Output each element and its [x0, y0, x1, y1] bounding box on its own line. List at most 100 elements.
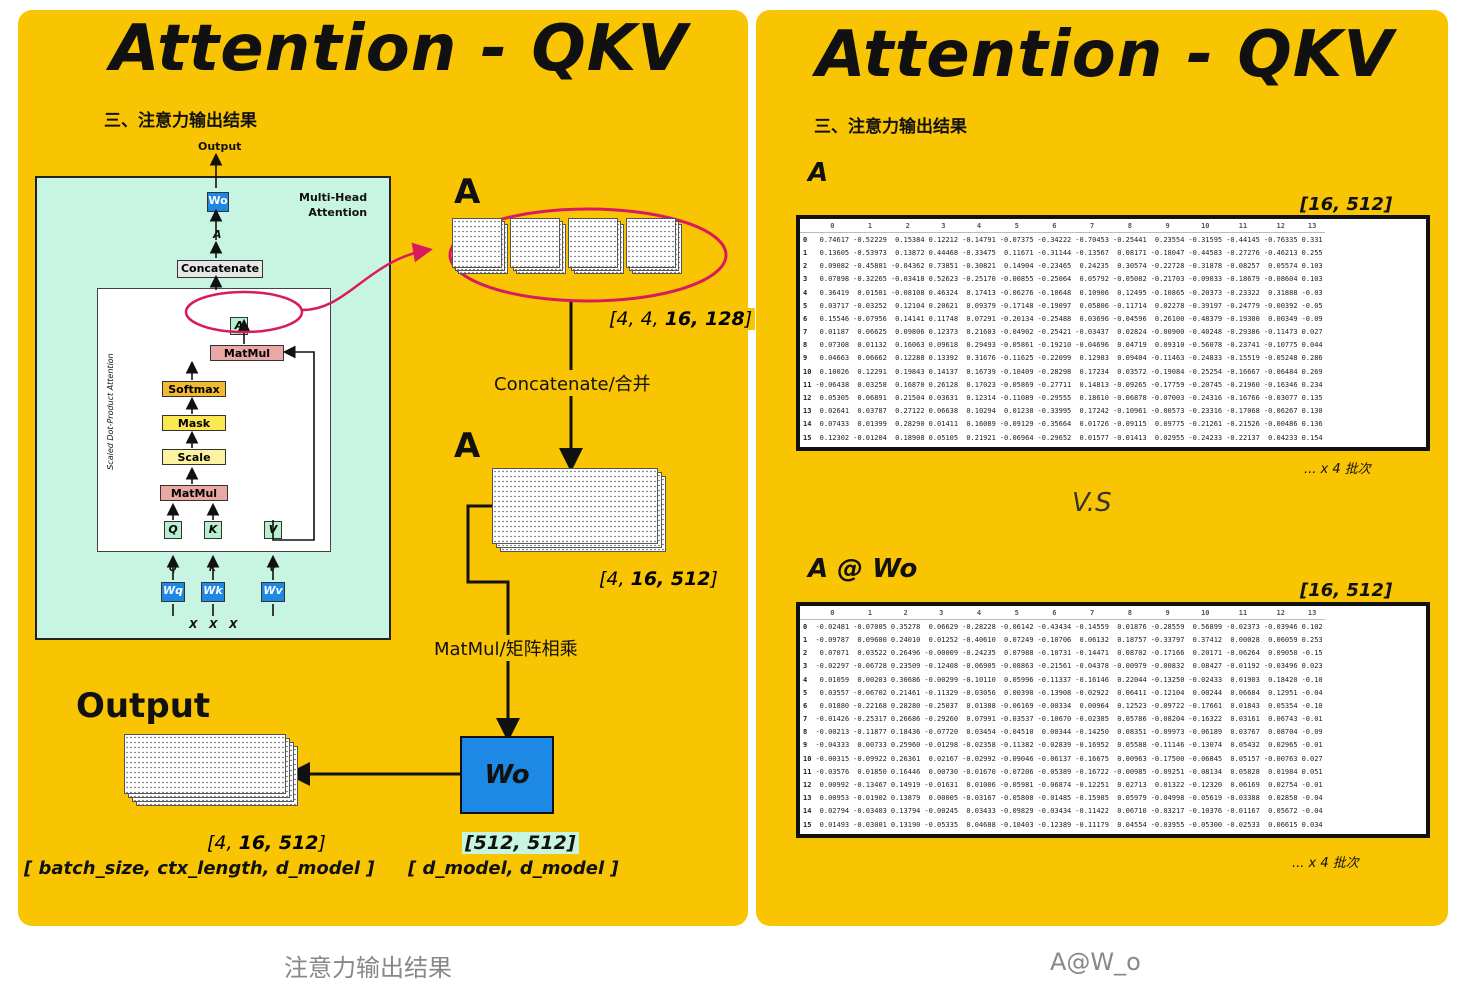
table-cell: 0.01903: [1230, 675, 1260, 684]
table-cell: -0.44145: [1226, 235, 1260, 244]
table-cell: -0.20134: [999, 314, 1034, 323]
table-cell: 0.18757: [1117, 635, 1147, 644]
table-cell: -0.07005: [853, 622, 887, 631]
table-cell: 0.00005: [928, 794, 959, 803]
table-cell: -0.04902: [999, 328, 1034, 337]
table-cell: -0.16675: [1075, 754, 1109, 763]
table-cell: 0.56899: [1192, 622, 1223, 631]
table-cell: -0.02533: [1226, 820, 1260, 829]
table-cell: -0.03434: [1037, 807, 1072, 816]
table-corner: [800, 219, 814, 234]
table-cell: -0.02922: [1075, 688, 1109, 697]
table-cell: 0.20171: [1192, 649, 1223, 658]
table-cell: 0.04688: [966, 820, 996, 829]
table-cell: -0.15: [1301, 649, 1323, 658]
table-cell: 0.136: [1301, 420, 1323, 429]
row-index: 10: [803, 367, 812, 376]
table-cell: -0.00334: [1037, 701, 1072, 710]
table-cell: 0.16446: [890, 767, 921, 776]
table-cell: 0.06891: [857, 394, 887, 403]
table-cell: 0.01132: [857, 341, 887, 350]
table-cell: 0.12495: [1117, 288, 1147, 297]
table-cell: -0.21261: [1188, 420, 1223, 429]
table-cell: 0.03433: [966, 807, 996, 816]
table-cell: 0.05574: [1268, 262, 1298, 271]
table-cell: 0.28280: [890, 701, 921, 710]
table-cell: 0.06662: [857, 354, 887, 363]
row-index: 3: [803, 275, 808, 284]
row-index: 2: [803, 262, 808, 271]
table-cell: -0.05248: [1263, 354, 1298, 363]
table-cell: 0.01984: [1268, 767, 1298, 776]
table-cell: 0.44468: [928, 248, 959, 257]
right-a-batches: ... x 4 批次: [1304, 462, 1371, 477]
table-cell: -0.44583: [1188, 248, 1223, 257]
table-cell: 0.03787: [857, 407, 887, 416]
table-cell: 0.17242: [1079, 407, 1109, 416]
table-cell: 0.10906: [1079, 288, 1109, 297]
table-cell: 0.03631: [928, 394, 959, 403]
table-cell: -0.27276: [1226, 248, 1260, 257]
table-cell: -0.29260: [924, 715, 959, 724]
table-cell: -0.09922: [853, 754, 887, 763]
table-cell: 0.26128: [928, 380, 959, 389]
right-a-shape: [16, 512]: [1300, 194, 1393, 215]
table-cell: 0.14904: [1004, 262, 1034, 271]
table-cell: -0.00855: [999, 275, 1034, 284]
table-cell: -0.04696: [1075, 341, 1109, 350]
table-cell: 0.00733: [857, 741, 887, 750]
column-header: 3: [926, 219, 961, 234]
table-cell: -0.23322: [1226, 288, 1260, 297]
table-cell: 0.06615: [1268, 820, 1298, 829]
table-cell: 0.01850: [857, 767, 887, 776]
table-cell: 0.26100: [1154, 314, 1185, 323]
table-cell: -0.16952: [1075, 741, 1109, 750]
row-index: 3: [803, 662, 808, 671]
table-cell: 0.034: [1301, 820, 1323, 829]
left-subtitle: 三、注意力输出结果: [104, 111, 257, 131]
table-cell: -0.01298: [924, 741, 959, 750]
table-cell: 0.00953: [819, 794, 850, 803]
table-cell: -0.07720: [924, 728, 959, 737]
table-cell: 0.07291: [966, 314, 996, 323]
row-index: 0: [803, 622, 808, 631]
table-cell: 0.05979: [1117, 794, 1147, 803]
table-cell: -0.16346: [1263, 380, 1298, 389]
table-cell: -0.33995: [1037, 407, 1072, 416]
table-cell: -0.03437: [1075, 328, 1109, 337]
table-cell: -0.05300: [1188, 820, 1223, 829]
table-cell: -0.33797: [1150, 635, 1185, 644]
table-cell: 0.16063: [895, 341, 925, 350]
diagram-output-label: Output: [198, 140, 242, 153]
table-cell: 0.06710: [1117, 807, 1147, 816]
column-header: 11: [1224, 606, 1262, 621]
right-a-label: A: [808, 158, 829, 188]
row-index: 5: [803, 301, 808, 310]
table-cell: -0.03403: [853, 807, 887, 816]
table-cell: -0.07003: [1150, 394, 1185, 403]
table-cell: -0.25254: [1188, 367, 1223, 376]
table-cell: 0.05305: [819, 394, 850, 403]
table-cell: -0.20373: [1188, 288, 1223, 297]
table-cell: -0.05800: [999, 794, 1034, 803]
table-cell: -0.08134: [1188, 767, 1223, 776]
table-cell: 0.14813: [1079, 380, 1109, 389]
table-cell: 0.06629: [928, 622, 959, 631]
table-cell: -0.01: [1301, 715, 1323, 724]
table-cell: -0.09722: [1150, 701, 1185, 710]
table-cell: 0.06059: [1268, 635, 1298, 644]
table-cell: -0.10110: [962, 675, 996, 684]
table-cell: -0.02839: [1037, 741, 1072, 750]
table-cell: 0.01388: [966, 701, 996, 710]
table-cell: 0.154: [1301, 433, 1323, 442]
table-cell: -0.10648: [1037, 288, 1072, 297]
table-cell: -0.22099: [1037, 354, 1072, 363]
column-header: 9: [1148, 606, 1187, 621]
row-index: 8: [803, 728, 808, 737]
diagram-x1-label: X: [189, 618, 198, 631]
table-cell: 0.044: [1301, 341, 1323, 350]
